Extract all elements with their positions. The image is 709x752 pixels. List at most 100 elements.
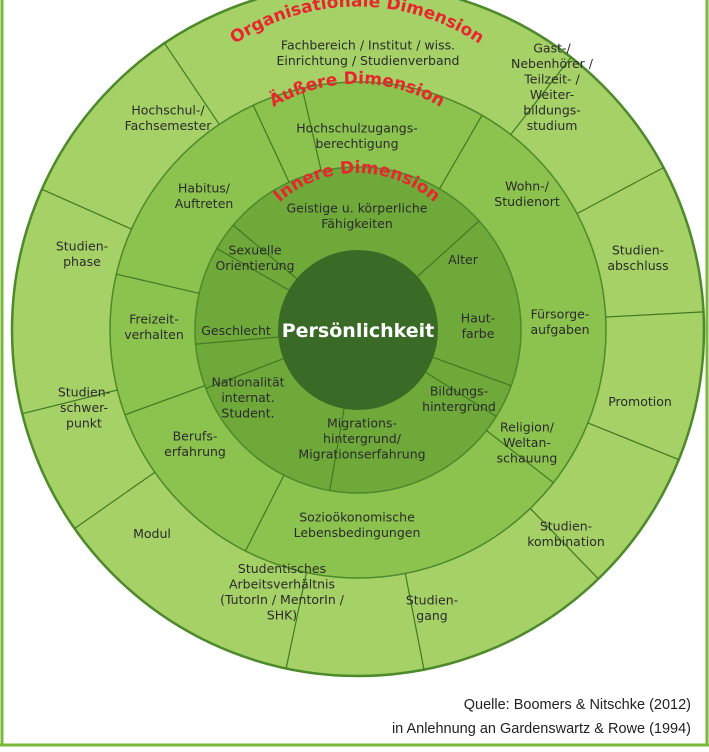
segment-divider (41, 188, 132, 230)
organisational-item-label: Studien-gang (406, 592, 458, 623)
outer-item-label-line: Wohn-/ (505, 178, 550, 193)
outer-item-label-line: Freizeit- (129, 311, 178, 326)
organisational-item-label: Studien-abschluss (607, 242, 668, 272)
organisational-item-label: Promotion (608, 394, 672, 409)
organisational-item-label-line: Gast-/ (533, 40, 571, 55)
segment-divider (486, 429, 554, 484)
inner-item-label-line: Sexuelle (228, 242, 281, 257)
outer-item-label-line: Lebensbedingungen (294, 525, 421, 540)
outer-item-label-line: schauung (497, 451, 558, 466)
inner-item-label-line: Haut- (461, 310, 495, 325)
outer-item-label-line: Auftreten (175, 196, 234, 211)
organisational-item-label-line: studium (527, 118, 578, 133)
organisational-item-label-line: Nebenhörer / (511, 56, 594, 71)
segment-divider (232, 224, 298, 280)
outer-item-label-line: Hochschulzugangs- (296, 120, 418, 135)
personality-label: Persönlichkeit (282, 320, 435, 342)
organisational-item-label-line: Studien- (58, 385, 110, 400)
outer-item-label-line: verhalten (124, 327, 184, 342)
inner-item-label: Alter (448, 252, 479, 267)
outer-item-label: Hochschulzugangs-berechtigung (296, 120, 418, 151)
outer-item-label-line: erfahrung (164, 444, 226, 459)
outer-item-label: Berufs-erfahrung (164, 428, 226, 459)
segment-divider (124, 385, 206, 416)
personality-core (278, 250, 438, 410)
organisational-item-label-line: (TutorIn / MentorIn / (220, 592, 345, 607)
organisational-item-label-line: abschluss (607, 258, 668, 273)
inner-item-label-line: Migrations- (327, 416, 397, 431)
inner-item-label-line: Orientierung (215, 258, 294, 273)
outer-item-label-line: Sozioökonomische (299, 509, 415, 524)
organisational-item-label-line: SHK) (267, 607, 297, 622)
segment-divider (74, 471, 156, 529)
organisational-item-label-line: Arbeitsverhältnis (229, 576, 335, 591)
outer-item-label: Wohn-/Studienort (494, 178, 560, 209)
segment-divider (244, 474, 285, 552)
organisational-item-label: Hochschul-/Fachsemester (125, 102, 213, 133)
inner-item-label-line: Nationalität (211, 375, 284, 390)
inner-item-label: Migrations-hintergrund/Migrationserfahru… (298, 416, 425, 462)
segment-divider (164, 42, 220, 125)
organisational-item-label-line: Studien- (540, 518, 592, 533)
segment-divider (285, 572, 307, 669)
organisational-item-label-line: Fachsemester (125, 118, 213, 133)
source-line-2: in Anlehnung an Gardenswartz & Rowe (199… (392, 721, 691, 737)
outer-item-label: Freizeit-verhalten (124, 311, 184, 342)
organisational-item-label-line: aufgaben (530, 322, 589, 337)
outer-item-label-line: Religion/ (500, 420, 555, 435)
inner-item-label-line: Bildungs- (430, 383, 488, 398)
organisational-item-label: Gast-/Nebenhörer /Teilzeit- /Weiter-bild… (511, 40, 594, 133)
segment-labels: Fachbereich / Institut / wiss.Einrichtun… (56, 37, 672, 623)
organisational-item-label-line: Studentisches (238, 561, 326, 576)
inner-item-label-line: Fähigkeiten (321, 216, 393, 231)
segment-divider (205, 358, 284, 389)
organisational-item-label-line: Hochschul-/ (131, 102, 205, 117)
inner-item-label: Haut-farbe (461, 310, 495, 341)
organisational-item-label-line: Weiter- (530, 87, 574, 102)
organisational-item-label-line: schwer- (60, 400, 108, 415)
inner-item-label-line: Alter (448, 252, 479, 267)
segment-divider (510, 56, 572, 135)
outer-item-label: Habitus/Auftreten (175, 180, 234, 211)
outer-item-label: Religion/Weltan-schauung (497, 420, 558, 466)
inner-item-label-line: Student. (221, 406, 274, 421)
source-line-1: Quelle: Boomers & Nitschke (2012) (464, 697, 691, 713)
segment-divider (587, 422, 680, 461)
organisational-item-label-line: Teilzeit- / (523, 71, 580, 86)
inner-item-label-line: internat. (221, 390, 274, 405)
segment-divider (529, 507, 599, 580)
outer-item-label-line: Studienort (494, 194, 560, 209)
organisational-item-label-line: kombination (527, 534, 605, 549)
segment-divider (301, 88, 322, 172)
organisational-item-label-line: phase (63, 254, 101, 269)
segment-divider (417, 220, 480, 277)
segment-divider (404, 573, 425, 670)
organisational-item-label: Studien-phase (56, 238, 108, 268)
organisational-item-label-line: bildungs- (523, 102, 581, 117)
organisational-item-label-line: gang (416, 608, 447, 623)
segment-divider (116, 273, 200, 294)
organisational-item-label-line: Fachbereich / Institut / wiss. (281, 37, 455, 52)
outer-item-label-line: Berufs- (173, 428, 218, 443)
organisational-item-label-line: Studien- (612, 242, 664, 257)
inner-item-label-line: hintergrund (422, 399, 496, 414)
inner-item-label-line: farbe (462, 326, 495, 341)
organisational-item-label-line: Modul (133, 526, 171, 541)
inner-item-label-line: hintergrund/ (323, 431, 402, 446)
organisational-item-label-line: Fürsorge- (531, 306, 590, 321)
segment-divider (216, 247, 289, 291)
outer-item-label-line: Habitus/ (178, 180, 231, 195)
segment-divider (425, 371, 497, 417)
inner-item-label: Geschlecht (201, 323, 271, 338)
organisational-item-label: Studien-schwer-punkt (58, 385, 110, 431)
organisational-item-label-line: Einrichtung / Studienverband (277, 53, 460, 68)
segment-divider (605, 311, 704, 318)
organisational-item-label: Studien-kombination (527, 518, 605, 549)
segment-divider (329, 408, 345, 491)
segment-divider (195, 336, 279, 345)
